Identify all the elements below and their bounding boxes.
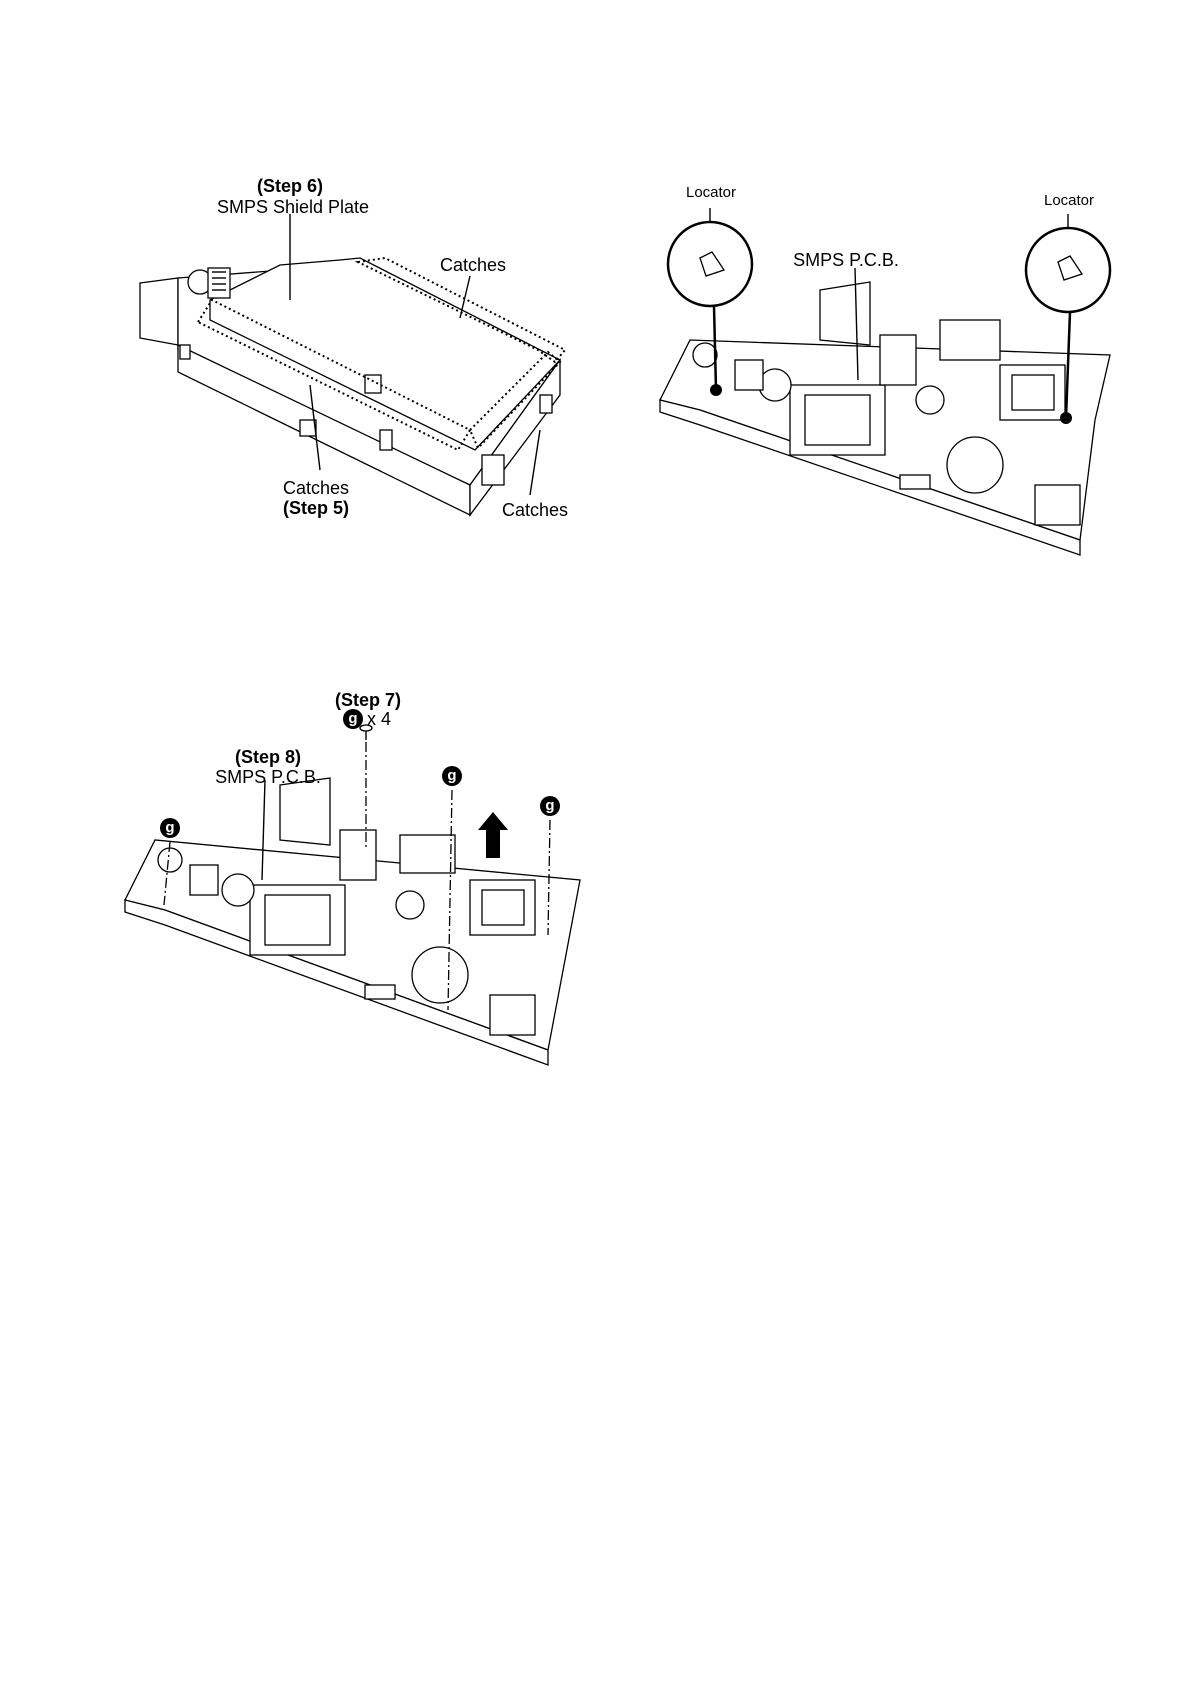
screw-symbol-g: g [343,709,363,729]
pcb-label-fig3: SMPS P.C.B. [215,767,321,787]
ribbon-cable-3 [280,778,330,845]
screw-marker-g-1: g [442,766,462,786]
connector-3 [190,865,218,895]
step7-label: (Step 7) [335,690,401,710]
coil-3 [340,830,376,880]
screw-count: x 4 [367,709,391,729]
output-socket-3 [490,995,535,1035]
lift-arrow-head [478,812,508,830]
pcb-removal-drawing [0,0,1190,1100]
screw-marker-g-2: g [540,796,560,816]
bulk-capacitor-3 [412,947,468,1003]
screw-marker-g-3: g [160,818,180,838]
lift-arrow-stem [486,828,500,858]
step8-label: (Step 8) [235,747,301,767]
